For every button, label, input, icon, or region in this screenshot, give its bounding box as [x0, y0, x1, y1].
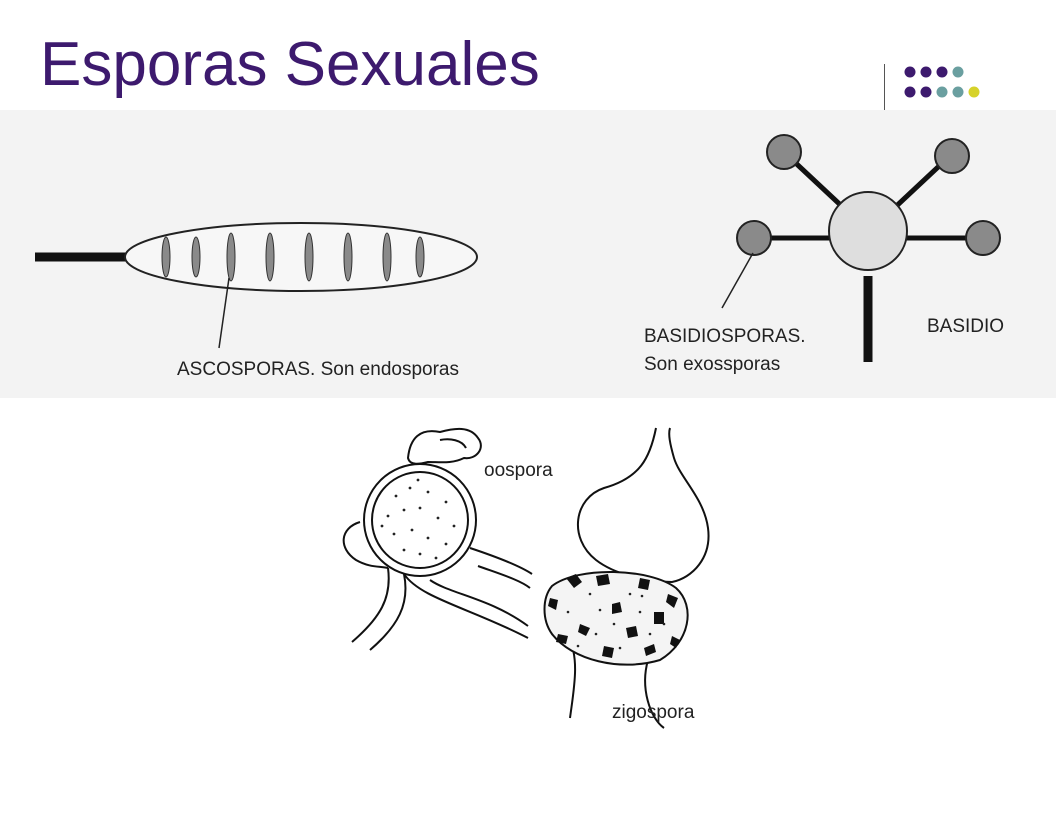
- decorative-dot-grid: [904, 66, 980, 98]
- basidiospore: [736, 220, 772, 256]
- dot: [968, 86, 980, 98]
- zygospore: [543, 571, 689, 666]
- hypha: [477, 565, 531, 589]
- hypha: [351, 567, 390, 643]
- oospore-drawing: oospora: [342, 427, 553, 651]
- suspensor-upper: [576, 427, 710, 584]
- basidium-label: BASIDIO: [927, 316, 1004, 337]
- zygospore-drawing: zigospora: [543, 427, 710, 729]
- dot: [904, 86, 916, 98]
- ascospore: [161, 236, 171, 278]
- dot: [920, 66, 932, 78]
- spore-diagram-band: ASCOSPORAS. Son endosporas BASIDIOSPORAS…: [0, 110, 1056, 398]
- ascospore: [265, 232, 275, 282]
- basidium-body: [828, 191, 908, 271]
- slide-title: Esporas Sexuales: [40, 30, 540, 99]
- dot: [936, 66, 948, 78]
- lower-illustration: oospora: [0, 398, 1056, 816]
- ascospore: [226, 232, 236, 282]
- basidiospore: [766, 134, 802, 170]
- suspensor-lower: [644, 659, 665, 729]
- zygospore-warts: [548, 574, 680, 658]
- zygospore-speckles: [566, 592, 666, 650]
- ascospore: [343, 232, 353, 282]
- basidiospore-label: BASIDIOSPORAS.: [644, 326, 806, 347]
- hypha: [469, 547, 533, 575]
- ascospore: [415, 236, 425, 278]
- basidium-diagram: BASIDIOSPORAS. Son exossporas BASIDIO: [644, 134, 1004, 375]
- ascus-diagram: ASCOSPORAS. Son endosporas: [35, 222, 478, 380]
- zygospore-label: zigospora: [612, 702, 695, 723]
- title-divider: [884, 64, 885, 110]
- oospore: [371, 471, 469, 569]
- antheridium-fold: [439, 438, 467, 449]
- dot: [936, 86, 948, 98]
- ascospore: [382, 232, 392, 282]
- dot: [952, 86, 964, 98]
- hypha: [403, 573, 529, 639]
- dot: [952, 66, 964, 78]
- basidiospore: [934, 138, 970, 174]
- hypha: [369, 573, 407, 651]
- ascospore: [191, 236, 201, 278]
- oospore-speckles: [380, 478, 456, 560]
- ascospore: [304, 232, 314, 282]
- hypha: [429, 579, 529, 627]
- ascospore-pointer: [218, 277, 230, 349]
- dot: [920, 86, 932, 98]
- ascospore-label: ASCOSPORAS. Son endosporas: [177, 359, 459, 380]
- oogonium: [363, 463, 477, 577]
- basidiospore-sublabel: Son exossporas: [644, 354, 780, 375]
- oospore-label: oospora: [484, 460, 553, 481]
- hypha: [342, 521, 389, 569]
- basidiospore: [965, 220, 1001, 256]
- dot: [904, 66, 916, 78]
- antheridium: [406, 427, 482, 465]
- basidiospore-pointer: [721, 252, 754, 309]
